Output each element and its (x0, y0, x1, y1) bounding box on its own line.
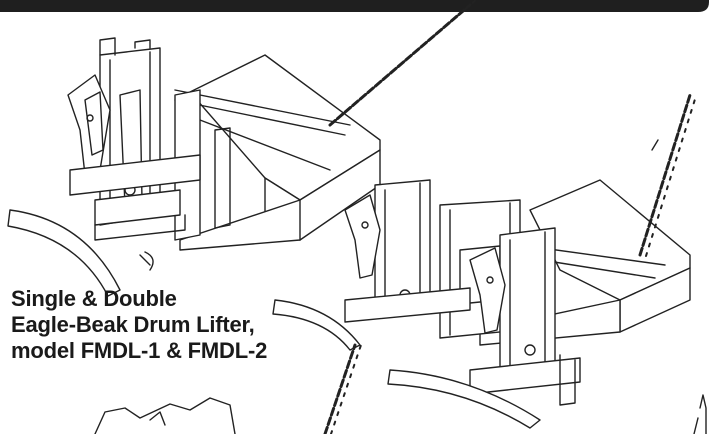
double-lifter-drawing (272, 93, 697, 429)
partial-lifter-drawing (94, 343, 707, 434)
header-bar (0, 0, 709, 12)
product-caption: Single & Double Eagle-Beak Drum Lifter, … (11, 286, 351, 364)
caption-line-3: model FMDL-1 & FMDL-2 (11, 338, 268, 363)
caption-line-2: Eagle-Beak Drum Lifter, (11, 312, 255, 337)
caption-line-1: Single & Double (11, 286, 177, 311)
single-lifter-drawing (7, 0, 477, 297)
